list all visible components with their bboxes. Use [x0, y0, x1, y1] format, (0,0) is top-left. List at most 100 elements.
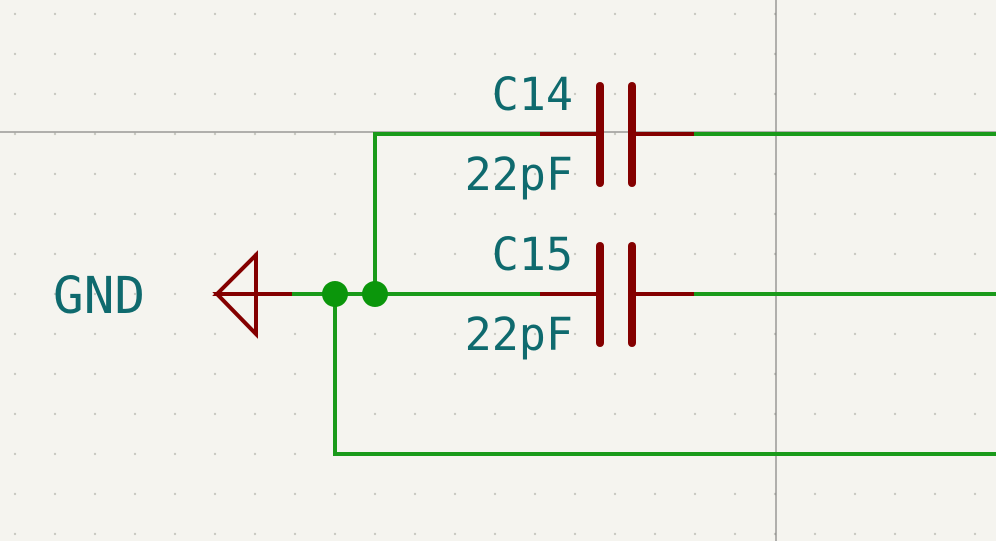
grid-dot: [453, 532, 457, 536]
grid-dot: [653, 372, 657, 376]
grid-dot: [813, 332, 817, 336]
grid-dot: [133, 92, 137, 96]
grid-dot: [413, 532, 417, 536]
grid-dot: [613, 172, 617, 176]
grid-dot: [13, 532, 17, 536]
grid-dot: [13, 332, 17, 336]
grid-dot: [853, 532, 857, 536]
grid-dot: [253, 172, 257, 176]
grid-dot: [133, 172, 137, 176]
grid-dot: [53, 12, 57, 16]
grid-dot: [533, 252, 537, 256]
grid-dot: [813, 12, 817, 16]
grid-dot: [933, 372, 937, 376]
gnd-power-symbol[interactable]: GND: [53, 250, 292, 339]
grid-dot: [93, 52, 97, 56]
capacitor-c14[interactable]: C14 22pF: [465, 68, 694, 201]
grid-dot: [93, 332, 97, 336]
grid-dot: [653, 252, 657, 256]
grid-dot: [933, 532, 937, 536]
grid-dot: [973, 332, 977, 336]
grid-dot: [853, 372, 857, 376]
grid-dot: [413, 172, 417, 176]
grid-dot: [493, 332, 497, 336]
grid-dot: [293, 532, 297, 536]
grid-dot: [973, 172, 977, 176]
grid-dot: [213, 132, 217, 136]
grid-dot: [333, 252, 337, 256]
grid-dot: [293, 252, 297, 256]
grid-dot: [53, 92, 57, 96]
grid-dot: [293, 12, 297, 16]
grid-dot: [293, 172, 297, 176]
grid-dot: [13, 212, 17, 216]
grid-dot: [973, 52, 977, 56]
grid-dot: [213, 92, 217, 96]
grid-dot: [573, 92, 577, 96]
junction-dot[interactable]: [322, 281, 348, 307]
grid-dot: [733, 492, 737, 496]
grid-dot: [373, 372, 377, 376]
grid-dot: [333, 132, 337, 136]
grid-dot: [213, 172, 217, 176]
grid-dot: [493, 492, 497, 496]
grid-dot: [93, 172, 97, 176]
grid-dot: [133, 492, 137, 496]
grid-dot: [333, 52, 337, 56]
grid-dot: [533, 12, 537, 16]
grid-dot: [213, 372, 217, 376]
grid-dot: [253, 12, 257, 16]
grid-dot: [613, 372, 617, 376]
grid-dot: [13, 372, 17, 376]
grid-dot: [573, 52, 577, 56]
grid-dot: [133, 532, 137, 536]
grid-dot: [53, 172, 57, 176]
grid-dot: [853, 172, 857, 176]
grid-dot: [933, 12, 937, 16]
grid-dot: [53, 132, 57, 136]
grid-dot: [933, 252, 937, 256]
grid-dot: [53, 532, 57, 536]
grid-dot: [453, 172, 457, 176]
grid-dot: [53, 372, 57, 376]
grid-dot: [373, 412, 377, 416]
grid-dot: [453, 492, 457, 496]
grid-dot: [213, 332, 217, 336]
grid-dot: [13, 172, 17, 176]
capacitor-c15[interactable]: C15 22pF: [465, 228, 694, 361]
grid-dot: [653, 532, 657, 536]
grid-dot: [213, 252, 217, 256]
grid-dot: [573, 332, 577, 336]
component-reference: C14: [492, 68, 573, 121]
grid-dot: [533, 212, 537, 216]
grid-dot: [373, 52, 377, 56]
grid-dot: [293, 212, 297, 216]
grid-dot: [293, 412, 297, 416]
grid-dot: [453, 212, 457, 216]
wire-gnd-bottom[interactable]: [333, 292, 996, 456]
grid-dot: [693, 52, 697, 56]
grid-dot: [533, 372, 537, 376]
junction-dot[interactable]: [362, 281, 388, 307]
grid-dot: [253, 532, 257, 536]
grid-dot: [733, 12, 737, 16]
grid-dot: [653, 412, 657, 416]
grid-dot: [173, 172, 177, 176]
grid-dot: [173, 12, 177, 16]
grid-dot: [693, 492, 697, 496]
grid-dot: [253, 372, 257, 376]
grid-dot: [813, 532, 817, 536]
grid-dot: [653, 92, 657, 96]
grid-dot: [613, 52, 617, 56]
wire-c14-left[interactable]: [373, 132, 542, 296]
grid-dot: [93, 372, 97, 376]
grid-dot: [253, 452, 257, 456]
grid-dot: [173, 332, 177, 336]
grid-dot: [973, 492, 977, 496]
grid-dot: [933, 92, 937, 96]
grid-dot: [933, 212, 937, 216]
grid-dot: [853, 412, 857, 416]
grid-dot: [533, 52, 537, 56]
